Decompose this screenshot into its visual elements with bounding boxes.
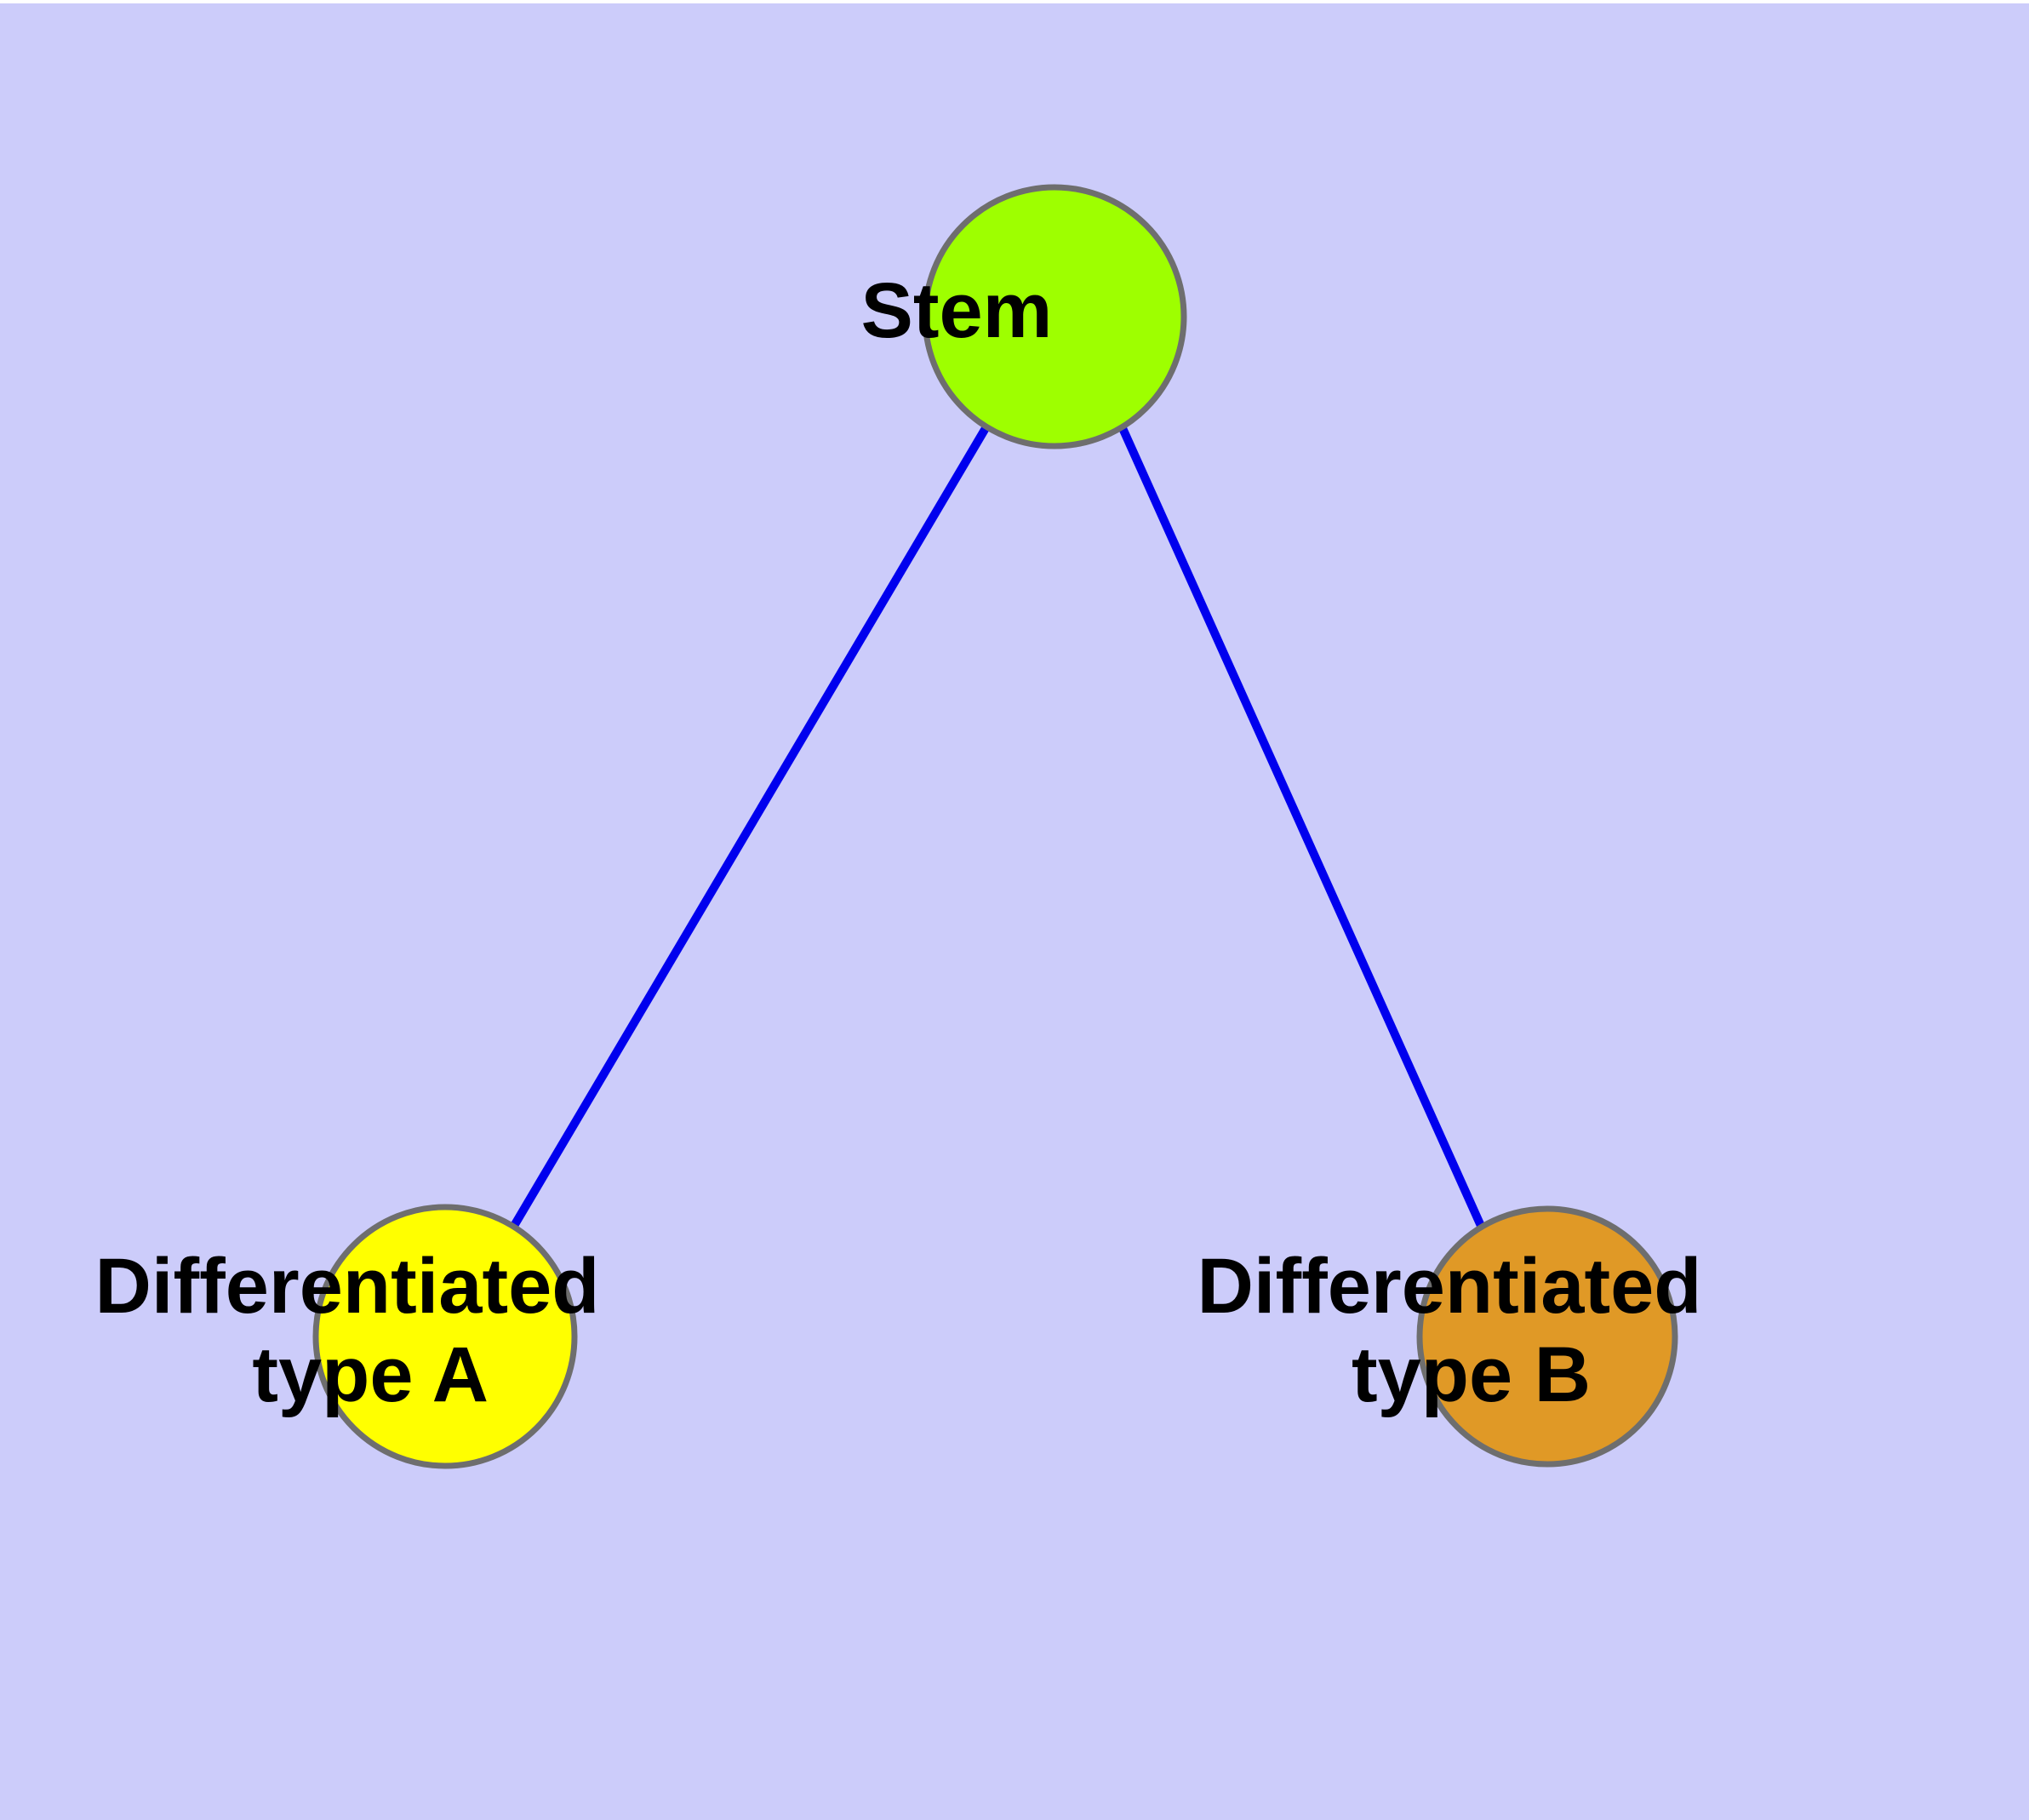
node-differentiated-b-circle[interactable] — [1416, 1205, 1678, 1468]
node-differentiated-a[interactable] — [312, 1204, 578, 1469]
edge-layer — [510, 426, 1485, 1228]
node-differentiated-a-label: Differentiated type A — [0, 0, 796, 1418]
node-stem-label: Stem — [0, 0, 1249, 354]
node-stem[interactable]: Stem — [0, 0, 1249, 449]
node-layer: Stem — [0, 0, 1678, 1469]
node-differentiated-b[interactable] — [1416, 1205, 1678, 1468]
node-differentiated-b-label: Differentiated type B — [1197, 1243, 1701, 1418]
node-stem-circle[interactable] — [922, 184, 1187, 449]
edge-stem-to-differentiated-b[interactable] — [1118, 426, 1485, 1228]
label-layer: Differentiated type A Differentiated typ… — [0, 0, 1701, 1418]
node-differentiated-a-circle[interactable] — [312, 1204, 578, 1469]
edge-stem-to-differentiated-a[interactable] — [510, 426, 990, 1228]
